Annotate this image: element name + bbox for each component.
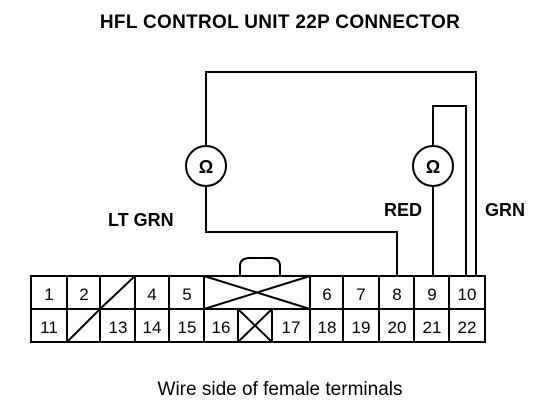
pin-22: 22 — [458, 318, 477, 337]
unused-cavity-12 — [66, 308, 101, 343]
wire-label-lt-grn: LT GRN — [108, 210, 174, 230]
diagram-title: HFL CONTROL UNIT 22P CONNECTOR — [99, 12, 461, 33]
unused-cavity-x — [237, 308, 273, 343]
pin-2: 2 — [79, 285, 88, 304]
unused-cavity-3 — [99, 275, 136, 310]
connector-latch — [239, 257, 281, 276]
pin-18: 18 — [318, 318, 337, 337]
wire-label-grn: GRN — [485, 200, 525, 220]
pin-21: 21 — [423, 318, 442, 337]
pin-7: 7 — [356, 285, 365, 304]
unused-cavity-block — [203, 275, 311, 310]
pin-17: 17 — [282, 318, 301, 337]
wire-lt-grn — [205, 71, 477, 276]
pin-1: 1 — [44, 285, 53, 304]
pin-9: 9 — [427, 285, 436, 304]
pin-6: 6 — [322, 285, 331, 304]
ohmmeter-right — [412, 145, 454, 187]
pin-16: 16 — [212, 318, 231, 337]
pin-11: 11 — [40, 318, 58, 337]
ohmmeter-left — [185, 145, 227, 187]
wire-label-red: RED — [384, 200, 422, 220]
pin-13: 13 — [109, 318, 128, 337]
ohm-symbol-left: Ω — [199, 157, 213, 177]
pin-19: 19 — [352, 318, 371, 337]
diagram-caption: Wire side of female terminals — [157, 379, 403, 400]
pin-8: 8 — [392, 285, 401, 304]
pin-4: 4 — [147, 285, 156, 304]
wire-red — [432, 105, 467, 276]
pin-14: 14 — [143, 318, 162, 337]
pin-10: 10 — [458, 285, 477, 304]
pin-15: 15 — [178, 318, 197, 337]
pin-20: 20 — [388, 318, 407, 337]
ohm-symbol-right: Ω — [426, 157, 440, 177]
pin-5: 5 — [182, 285, 191, 304]
